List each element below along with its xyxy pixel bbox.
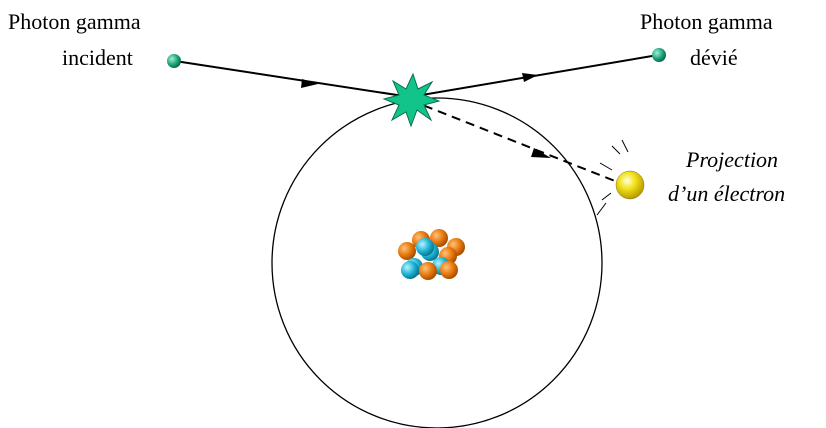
nucleus (398, 229, 465, 280)
incident-arrow-icon (301, 79, 318, 88)
electron-label-line1: Projection (686, 147, 779, 172)
electron-motion-lines (596, 139, 629, 216)
ejected-electron-icon (615, 170, 645, 200)
incident-photon-label-line2: incident (62, 45, 133, 70)
deviated-photon-icon (652, 48, 666, 62)
incident-photon-path (174, 60, 411, 98)
electron-label-line2: d’un électron (668, 181, 786, 206)
incident-photon-label-line1: Photon gamma (8, 9, 141, 34)
deviated-photon-label-line1: Photon gamma (640, 9, 773, 34)
collision-burst-icon (382, 72, 441, 128)
deviated-arrow-icon (522, 73, 538, 82)
deviated-photon-label-line2: dévié (690, 45, 738, 70)
electron-path (409, 99, 621, 184)
electron-path-arrow-icon (531, 148, 551, 158)
incident-photon-icon (167, 54, 181, 68)
electron-orbit (271, 97, 603, 428)
